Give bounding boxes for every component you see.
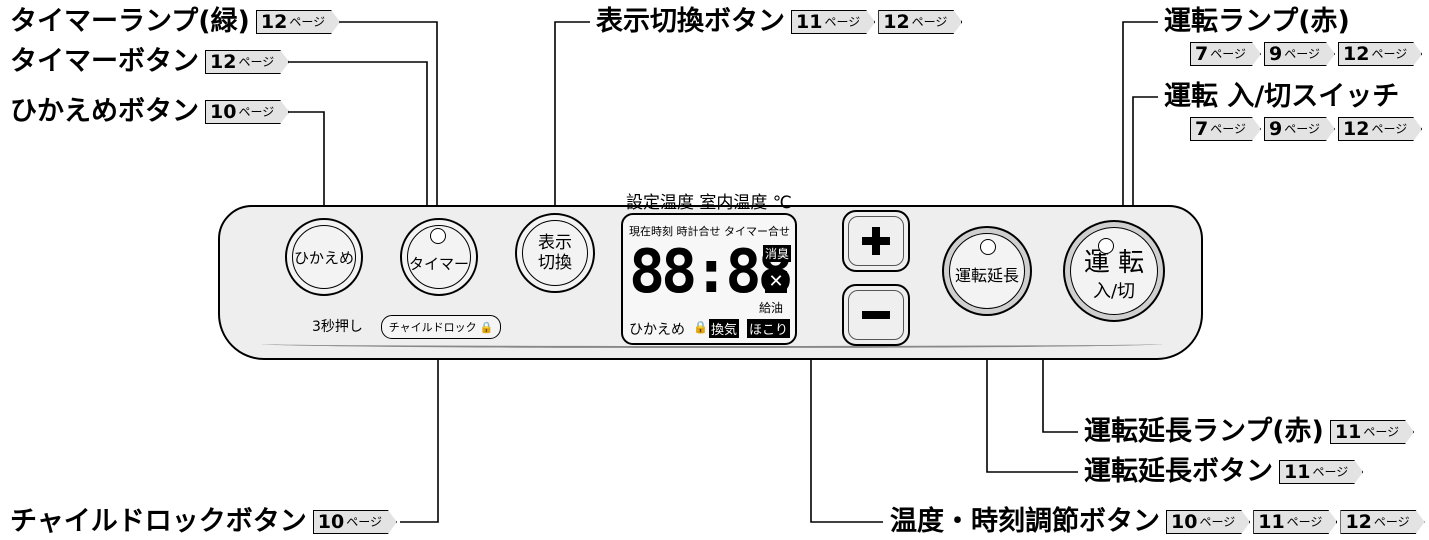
minus-icon <box>862 311 890 319</box>
display-switch-text: 表示切換 <box>538 233 572 273</box>
run-switch-button[interactable]: 運 転 入/切 <box>1063 220 1165 322</box>
plus-icon <box>862 227 890 255</box>
run-lamp <box>1098 238 1114 254</box>
lcd-deodorize: 消臭 <box>763 245 792 262</box>
extend-lamp <box>980 239 996 255</box>
child-lock-text: チャイルドロック <box>388 321 477 334</box>
lcd-eco: ひかえめ <box>629 322 685 338</box>
extend-lamp-label: 運転延長ランプ(赤) <box>1084 416 1324 447</box>
run-lamp-callout: 運転ランプ(赤) <box>1164 5 1350 39</box>
run-switch-callout: 運転 入/切スイッチ <box>1164 80 1399 114</box>
display-switch-button[interactable]: 表示切換 <box>515 213 595 293</box>
lock-icon: 🔒 <box>479 320 494 334</box>
timer-button-text: タイマー <box>408 254 469 273</box>
display-switch-label: 表示切換ボタン <box>596 6 785 37</box>
run-switch-text: 運 転 入/切 <box>1083 247 1145 302</box>
eco-button-text: ひかえめ <box>293 248 354 267</box>
timer-lamp <box>430 228 446 244</box>
run-switch-label: 運転 入/切スイッチ <box>1164 81 1400 112</box>
eco-button-label: ひかえめボタン <box>10 96 199 127</box>
lcd-top-row: 現在時刻 時計合せ タイマー合せ <box>629 225 790 238</box>
lock-icon: 🔒 <box>693 320 708 334</box>
child-lock-label: チャイルドロックボタン <box>10 506 307 537</box>
extend-button-text: 運転延長 <box>954 266 1019 285</box>
lcd-refuel: 給油 <box>759 301 784 315</box>
eco-button[interactable]: ひかえめ <box>285 218 363 296</box>
temp-header: 設定温度 室内温度 ℃ <box>626 193 792 213</box>
plus-button[interactable] <box>842 210 910 272</box>
lcd-display: 現在時刻 時計合せ タイマー合せ 88:88 消臭 ✕ 給油 ひかえめ 🔒 換気… <box>621 213 797 345</box>
three-second-press: 3秒押し <box>312 319 363 335</box>
child-lock-button[interactable]: チャイルドロック 🔒 <box>381 315 501 339</box>
run-lamp-label: 運転ランプ(赤) <box>1164 6 1350 37</box>
temp-time-adjust-label: 温度・時刻調節ボタン <box>890 506 1160 537</box>
lcd-dust: ほこり <box>747 319 791 338</box>
minus-button[interactable] <box>842 284 910 346</box>
timer-lamp-label: タイマーランプ(緑) <box>10 6 250 37</box>
panel-highlight <box>262 340 1162 348</box>
timer-button-label: タイマーボタン <box>10 46 199 77</box>
lcd-ventilation: 換気 <box>709 319 740 338</box>
close-icon: ✕ <box>765 271 787 293</box>
extend-button-label: 運転延長ボタン <box>1084 456 1273 487</box>
